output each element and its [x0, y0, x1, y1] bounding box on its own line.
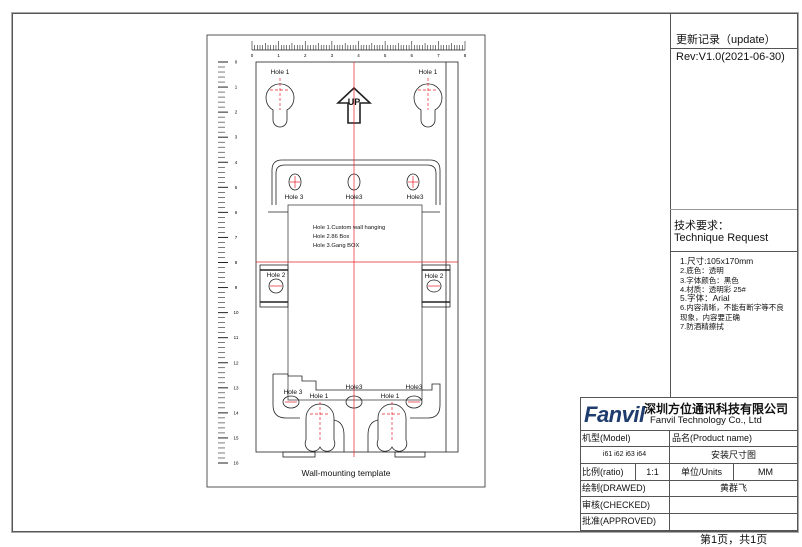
model-value: i61 i62 i63 i64	[602, 451, 647, 458]
divider	[670, 209, 797, 210]
ruler-top-label: 8	[464, 53, 467, 58]
technique-item: 现象，内容要正确	[680, 312, 740, 322]
device-outline	[255, 61, 459, 453]
ruler-left-label: 5	[235, 185, 238, 190]
hole3-oval	[405, 395, 423, 409]
technique-item: 2.底色：透明	[680, 266, 724, 276]
hole2-label: Hole 2	[267, 272, 286, 279]
hole1-label: Hole 1	[310, 393, 329, 400]
ruler-left-label: 4	[235, 160, 238, 165]
keyhole-bottom-right	[376, 403, 408, 452]
hole3-oval	[282, 395, 300, 409]
ruler-left-label: 1	[235, 85, 238, 90]
hole3-oval	[406, 173, 420, 191]
ruler-left-label: 7	[235, 235, 238, 240]
ruler-top-label: 7	[437, 53, 440, 58]
ruler-left-label: 9	[235, 285, 238, 290]
hole3-label: Hole3	[407, 194, 424, 201]
ruler-left-label: 0	[235, 60, 238, 65]
divider	[670, 251, 797, 252]
keyhole-bottom-left	[304, 403, 336, 452]
hole1-label: Hole 1	[271, 69, 290, 76]
company-name-en: Fanvil Technology Co., Ltd	[650, 415, 762, 426]
ruler-top: 0 1 2 3 4 5 6 7 8	[251, 41, 467, 58]
title-block: Fanvil 深圳方位通讯科技有限公司 Fanvil Technology Co…	[580, 397, 798, 531]
technique-title-cn: 技术要求：	[674, 220, 729, 232]
approved-label: 批准(APPROVED)	[582, 516, 657, 526]
ruler-left-label: 8	[235, 260, 238, 265]
hole1-label: Hole 1	[381, 393, 400, 400]
centerlines	[256, 62, 458, 457]
keyhole-top-left	[265, 83, 295, 128]
hole2-label: Hole 2	[425, 273, 444, 280]
model-label: 机型(Model)	[582, 433, 631, 443]
ruler-top-label: 2	[304, 53, 307, 58]
keyhole-top-right	[413, 83, 443, 128]
ruler-top-label: 5	[384, 53, 387, 58]
fanvil-logo: Fanvil	[584, 402, 645, 427]
side-band-left	[259, 264, 289, 308]
ruler-left-label: 3	[235, 135, 238, 140]
technique-item: 5.字体：Arial	[680, 293, 730, 304]
up-label: UP	[348, 97, 361, 107]
ruler-left-label: 11	[234, 335, 239, 340]
ruler-left-label: 10	[233, 310, 239, 315]
technique-item: 4.材质：透明彩 25#	[680, 284, 746, 294]
hole2-oval	[268, 278, 284, 294]
product-label: 品名(Product name)	[672, 433, 753, 443]
technique-item: 1.尺寸:105x170mm	[680, 256, 754, 266]
units-label: 单位/Units	[680, 467, 722, 477]
side-band-right	[421, 264, 451, 308]
drawed-value: 黄群飞	[719, 483, 747, 493]
hole1-label: Hole 1	[419, 69, 438, 76]
technique-list: 1.尺寸:105x170mm 2.底色：透明 3.字体颜色：黑色 4.材质：透明…	[680, 256, 784, 332]
revision-header: 更新记录（update）	[676, 34, 776, 46]
ruler-top-label: 1	[277, 53, 280, 58]
ruler-left-label: 15	[233, 435, 239, 440]
technique-item: 7.防酒精擦拭	[680, 322, 724, 332]
technique-item: 3.字体颜色：黑色	[680, 275, 739, 285]
ratio-label: 比例(ratio)	[582, 467, 624, 477]
ruler-top-label: 0	[251, 53, 254, 58]
ruler-left-label: 14	[233, 410, 239, 415]
divider	[670, 14, 671, 397]
top-bracket	[271, 159, 441, 205]
revision-rev: Rev:V1.0(2021-06-30)	[676, 51, 785, 63]
drawing-frame	[12, 13, 798, 532]
divider	[670, 48, 797, 49]
ratio-value: 1:1	[646, 467, 659, 477]
drawing-caption: Wall-mounting template	[302, 468, 391, 478]
technique-title-en: Technique Request	[674, 232, 769, 244]
ruler-left-label: 16	[233, 461, 239, 466]
hole3-label: Hole3	[406, 384, 423, 391]
technique-item: 6.内容清晰，不能有断字等不良	[680, 303, 784, 313]
ruler-left-label: 12	[233, 360, 239, 365]
note-line: Hole 2.86 Box	[313, 234, 350, 240]
hole3-label: Hole 3	[284, 389, 303, 396]
ruler-left-label: 13	[233, 385, 239, 390]
hole3-label: Hole 3	[285, 194, 304, 201]
ruler-left-label: 6	[235, 210, 238, 215]
drawed-label: 绘制(DRAWED)	[582, 483, 646, 493]
ruler-top-label: 3	[331, 53, 334, 58]
ruler-top-label: 4	[357, 53, 360, 58]
foot-right	[394, 451, 426, 458]
hole3-label: Hole3	[346, 194, 363, 201]
product-value: 安装尺寸图	[710, 450, 756, 460]
company-name-cn: 深圳方位通讯科技有限公司	[644, 402, 789, 416]
note-line: Hole 1.Custom wall hanging	[313, 225, 385, 231]
ruler-left-label: 2	[235, 110, 238, 115]
hole3-label: Hole3	[346, 384, 363, 391]
ruler-top-label: 6	[410, 53, 413, 58]
hole3-oval	[288, 173, 302, 191]
note-line: Hole 3.Gang BOX	[313, 243, 360, 249]
foot-left	[282, 451, 316, 458]
checked-label: 审核(CHECKED)	[582, 500, 651, 510]
units-value: MM	[758, 467, 773, 477]
page-indicator: 第1页，共1页	[700, 534, 768, 546]
hole2-oval	[426, 279, 442, 293]
